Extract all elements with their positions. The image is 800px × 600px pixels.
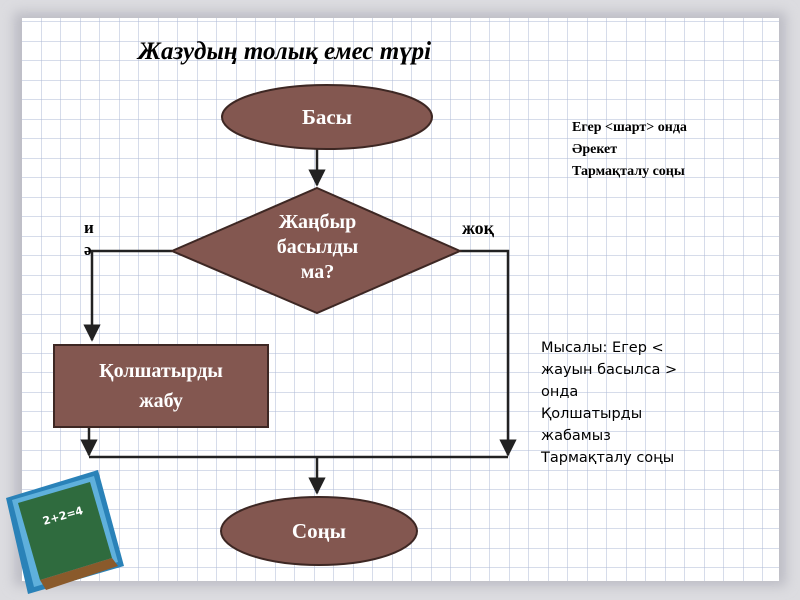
syntax-line: Әрекет <box>572 142 618 157</box>
connector-no-branch <box>460 249 517 457</box>
action-line: жабу <box>139 390 183 412</box>
example-line: Қолшатырды <box>541 406 643 422</box>
condition-label: Жаңбыр басылды ма? <box>225 195 410 300</box>
syntax-note: Егер <шарт> онда Әрекет Тармақталу соңы <box>572 117 797 183</box>
example-line: Мысалы: Егер < <box>541 340 664 356</box>
action-process <box>53 344 269 428</box>
condition-line: басылды <box>276 236 359 258</box>
end-label: Соңы <box>291 518 347 543</box>
example-line: онда <box>541 384 579 400</box>
end-terminal <box>220 496 418 566</box>
connector-yes-branch <box>83 249 172 342</box>
chalkboard-icon: 2+2=4 <box>6 470 124 594</box>
start-label: Басы <box>301 104 353 129</box>
syntax-line: Егер <шарт> онда <box>572 120 687 135</box>
slide-title: Жазудың толық емес түрі <box>138 38 432 65</box>
example-line: жауын басылса > <box>541 362 678 378</box>
syntax-line: Тармақталу соңы <box>572 164 685 179</box>
example-line: жабамыз <box>541 428 611 444</box>
condition-line: ма? <box>300 261 335 283</box>
action-label: Қолшатырды жабу <box>54 345 268 427</box>
no-branch-label: жоқ <box>462 218 494 238</box>
condition-line: Жаңбыр <box>278 211 357 233</box>
action-line: Қолшатырды <box>99 360 223 382</box>
example-line: Тармақталу соңы <box>541 450 675 466</box>
example-note: Мысалы: Егер < жауын басылса > онда Қолш… <box>541 337 791 469</box>
yes-branch-label: иә <box>84 218 95 259</box>
start-terminal <box>221 84 433 150</box>
condition-decision <box>169 186 463 315</box>
